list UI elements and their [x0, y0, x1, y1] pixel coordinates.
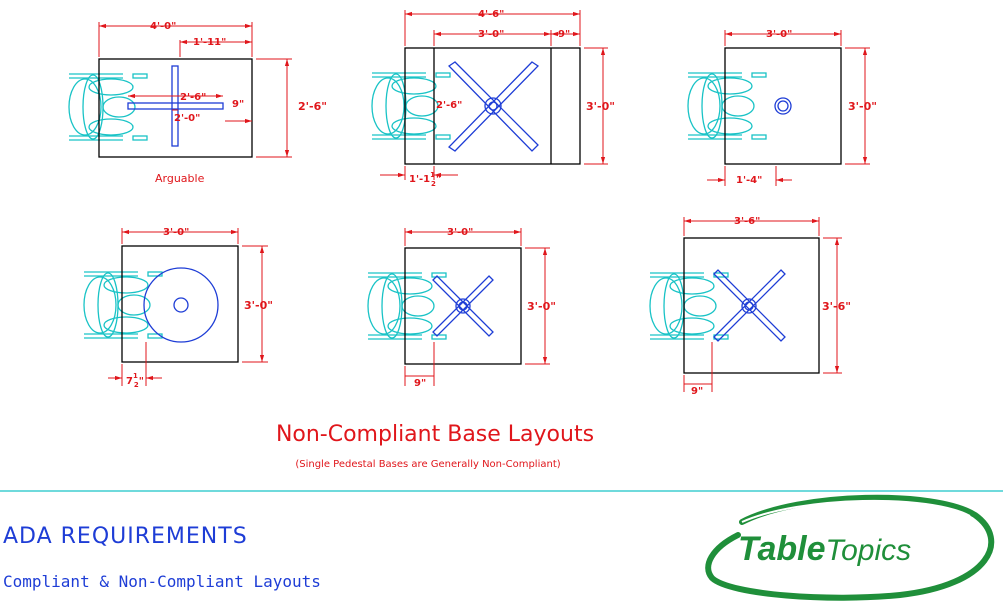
t-base	[127, 65, 224, 147]
section-subtitle: (Single Pedestal Bases are Generally Non…	[295, 459, 560, 470]
x-base	[432, 275, 494, 337]
table-top	[683, 237, 820, 374]
dim-top: 3'-0"	[163, 227, 189, 238]
footer-title: ADA REQUIREMENTS	[3, 524, 248, 549]
dim-bottom-in: "	[139, 376, 144, 387]
dim-top: 4'-6"	[478, 9, 504, 20]
table-top	[98, 58, 253, 158]
disk-base	[143, 267, 219, 343]
round-base-outer	[774, 97, 792, 115]
dim-edge: 9"	[232, 99, 244, 110]
dim-bottom-in: "	[436, 174, 441, 185]
x-base	[713, 269, 786, 342]
disk-base-column	[173, 297, 189, 313]
dim-right: 2'-6"	[298, 100, 327, 113]
dim-bottom-den: 2	[134, 381, 139, 389]
dim-right: 3'-0"	[586, 100, 615, 113]
dim-inner-h: 2'-6"	[180, 92, 206, 103]
layout-6: 3'-6" 3'-6" 9"	[649, 216, 851, 397]
note-arguable: Arguable	[155, 172, 205, 185]
section-title: Non-Compliant Base Layouts	[276, 422, 594, 447]
dim-bottom: 1'-4"	[736, 175, 762, 186]
table-top	[404, 47, 581, 165]
dim-right: 3'-0"	[848, 100, 877, 113]
dim-right: 3'-0"	[527, 300, 556, 313]
layout-1: 4'-0" 1'-11" 2'-6" 2'-6" 2'-0" 9" Arguab…	[68, 21, 327, 185]
dim-bottom: 9"	[691, 386, 703, 397]
dim-right: 3'-0"	[244, 299, 273, 312]
dim-bottom-num: 1	[430, 171, 435, 179]
tabletopics-logo: TableTopics	[705, 494, 995, 601]
dim-top: 3'-0"	[766, 29, 792, 40]
dim-top-edge: 9"	[558, 29, 570, 40]
dim-right: 3'-6"	[822, 300, 851, 313]
x-base	[447, 61, 540, 152]
dim-top: 3'-6"	[734, 216, 760, 227]
dim-bottom-main: 7	[126, 376, 133, 387]
dim-inner-v: 2'-0"	[174, 113, 200, 124]
dim-bottom-main: 1'-1	[409, 174, 430, 185]
layout-5: 3'-0" 3'-0" 9"	[367, 227, 556, 389]
logo-text-bold: Table	[738, 530, 826, 568]
dim-top: 4'-0"	[150, 21, 176, 32]
logo-text-light: Topics	[826, 534, 912, 567]
round-base-inner	[777, 100, 789, 112]
dim-bottom-num: 1	[133, 372, 138, 380]
layout-3: 3'-0" 3'-0" 1'-4"	[687, 29, 877, 186]
logo-text: TableTopics	[738, 530, 911, 568]
table-top	[121, 245, 239, 363]
dim-top: 3'-0"	[447, 227, 473, 238]
dim-top-sub: 3'-0"	[478, 29, 504, 40]
footer-subtitle: Compliant & Non-Compliant Layouts	[3, 572, 321, 591]
dim-top-sub: 1'-11"	[193, 37, 226, 48]
dim-bottom: 9"	[414, 378, 426, 389]
dim-inner: 2'-6"	[436, 100, 462, 111]
table-top	[724, 47, 842, 165]
dim-bottom-den: 2	[431, 180, 436, 188]
table-top	[404, 247, 522, 365]
